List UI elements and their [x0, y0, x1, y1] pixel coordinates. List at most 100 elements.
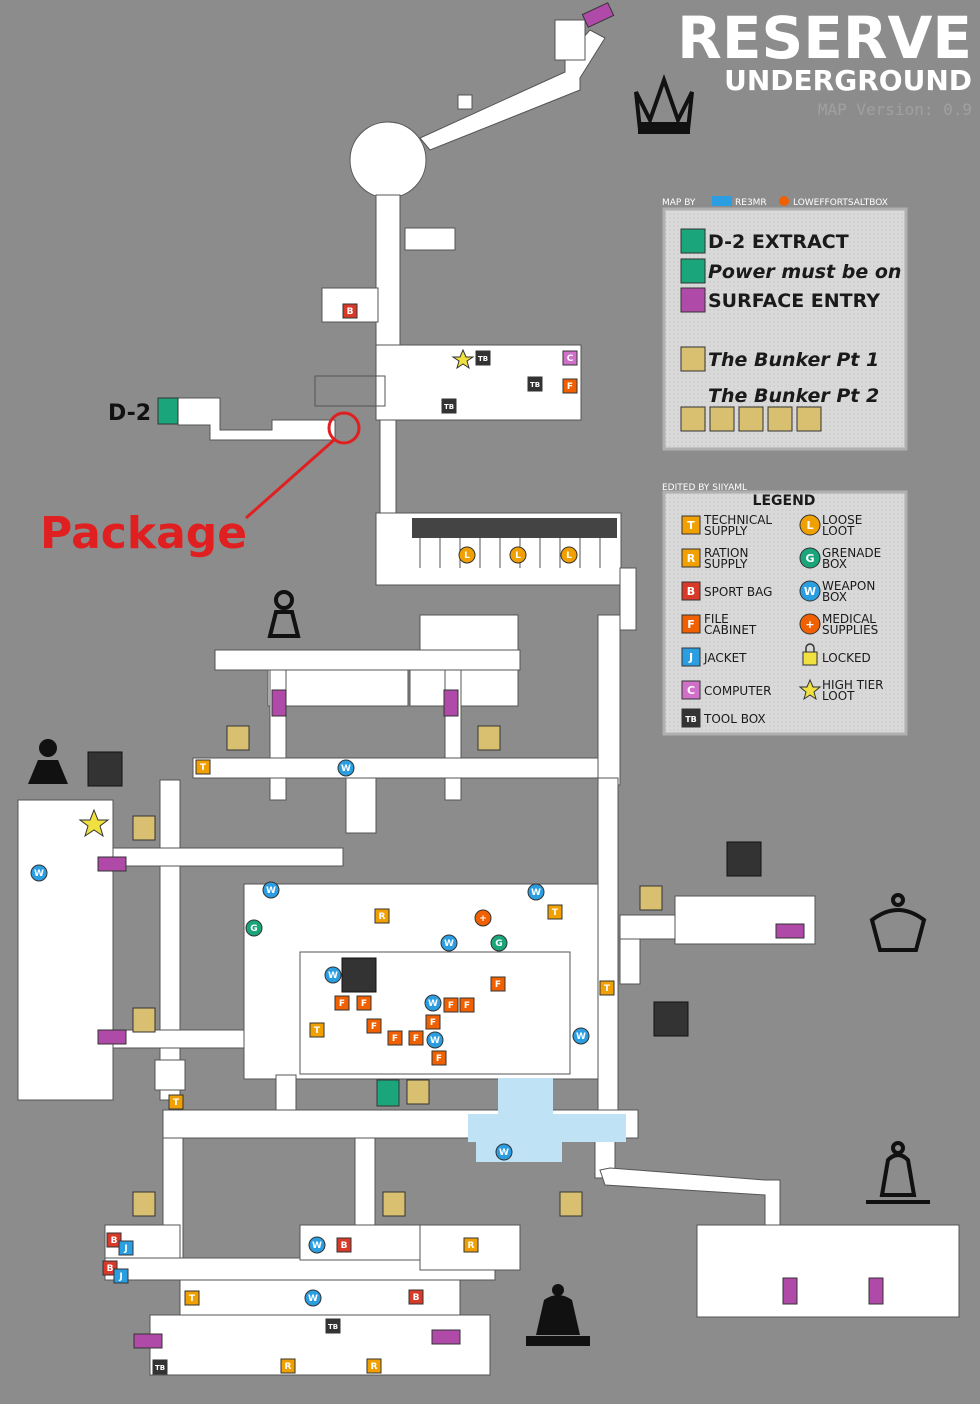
- loot-marker-w[interactable]: W: [262, 881, 280, 899]
- loot-marker-w[interactable]: W: [304, 1289, 322, 1307]
- power-switch[interactable]: [376, 1079, 400, 1107]
- loot-marker-w[interactable]: W: [426, 1031, 444, 1049]
- svg-text:+: +: [479, 914, 487, 924]
- loot-marker-tb[interactable]: TB: [527, 376, 543, 392]
- svg-text:T: T: [604, 984, 611, 994]
- loot-marker-f[interactable]: F: [387, 1030, 403, 1046]
- bishop-filled-icon: [526, 1284, 590, 1346]
- loot-marker-w[interactable]: W: [527, 883, 545, 901]
- loot-marker-f[interactable]: F: [425, 1014, 441, 1030]
- svg-text:T: T: [314, 1026, 321, 1036]
- loot-marker-b[interactable]: B: [106, 1232, 122, 1248]
- loot-marker-f[interactable]: F: [459, 997, 475, 1013]
- svg-text:F: F: [436, 1054, 442, 1064]
- svg-text:W: W: [576, 1032, 586, 1042]
- loot-marker-l[interactable]: L: [458, 546, 476, 564]
- loot-marker-f[interactable]: F: [366, 1018, 382, 1034]
- svg-text:WEAPON: WEAPON: [822, 579, 875, 593]
- loot-marker-t[interactable]: T: [195, 759, 211, 775]
- loot-marker-l[interactable]: L: [560, 546, 578, 564]
- loot-marker-tb[interactable]: TB: [475, 350, 491, 366]
- svg-text:BOX: BOX: [822, 557, 847, 571]
- loot-marker-g[interactable]: G: [245, 919, 263, 937]
- loot-marker-f[interactable]: F: [408, 1030, 424, 1046]
- svg-text:T: T: [173, 1098, 180, 1108]
- loot-marker-tb[interactable]: TB: [441, 398, 457, 414]
- loot-marker-l[interactable]: L: [509, 546, 527, 564]
- svg-text:SUPPLY: SUPPLY: [704, 524, 748, 538]
- svg-text:B: B: [687, 585, 695, 598]
- bunker-piece-icon: [767, 406, 793, 432]
- key-item: The Bunker Pt 1: [680, 346, 879, 372]
- svg-text:D-2 EXTRACT: D-2 EXTRACT: [708, 231, 849, 253]
- loot-marker-w[interactable]: W: [440, 934, 458, 952]
- loot-marker-f[interactable]: F: [334, 995, 350, 1011]
- loot-marker-w[interactable]: W: [572, 1027, 590, 1045]
- package-circle[interactable]: [327, 411, 361, 445]
- package-pointer: [245, 438, 335, 520]
- svg-text:RATION: RATION: [704, 546, 748, 560]
- d2-extract[interactable]: [157, 397, 179, 425]
- loot-marker-w[interactable]: W: [308, 1236, 326, 1254]
- loot-marker-c[interactable]: C: [562, 350, 578, 366]
- loot-marker-g[interactable]: G: [490, 934, 508, 952]
- loot-marker-tb[interactable]: TB: [152, 1359, 168, 1375]
- loot-marker-t[interactable]: T: [599, 980, 615, 996]
- loot-marker-f[interactable]: F: [431, 1050, 447, 1066]
- loot-marker-tb[interactable]: TB: [325, 1318, 341, 1334]
- svg-text:TOOL BOX: TOOL BOX: [703, 712, 766, 726]
- loot-marker-t[interactable]: T: [184, 1290, 200, 1306]
- title-sub: UNDERGROUND: [724, 64, 972, 97]
- loot-marker-w[interactable]: W: [337, 759, 355, 777]
- loot-marker-t[interactable]: T: [168, 1094, 184, 1110]
- svg-text:B: B: [347, 307, 354, 317]
- loot-marker-f[interactable]: F: [356, 995, 372, 1011]
- loot-marker-f[interactable]: F: [562, 378, 578, 394]
- reddit-icon: [779, 196, 789, 206]
- loot-marker-medical[interactable]: +: [474, 909, 492, 927]
- loot-marker-r[interactable]: R: [366, 1358, 382, 1374]
- svg-text:W: W: [266, 886, 276, 896]
- loot-marker-w[interactable]: W: [30, 864, 48, 882]
- svg-text:SURFACE ENTRY: SURFACE ENTRY: [708, 290, 880, 312]
- svg-text:T: T: [687, 519, 695, 532]
- loot-marker-r[interactable]: R: [463, 1237, 479, 1253]
- loot-marker-r[interactable]: R: [280, 1358, 296, 1374]
- legend-title: LEGEND: [753, 493, 816, 509]
- svg-text:W: W: [308, 1294, 318, 1304]
- loot-marker-f[interactable]: F: [443, 997, 459, 1013]
- loot-marker-t[interactable]: T: [547, 904, 563, 920]
- svg-text:L: L: [464, 551, 470, 561]
- svg-text:B: B: [413, 1293, 420, 1303]
- svg-text:W: W: [531, 888, 541, 898]
- loot-marker-t[interactable]: T: [309, 1022, 325, 1038]
- svg-text:F: F: [567, 382, 573, 392]
- surface-entries: [97, 2, 884, 1349]
- credit-map-by: MAP BY: [662, 198, 696, 208]
- title-main: RESERVE: [677, 4, 972, 72]
- loot-marker-j[interactable]: J: [118, 1240, 134, 1256]
- loot-marker-j[interactable]: J: [113, 1268, 129, 1284]
- bunker-piece-icon: [796, 406, 822, 432]
- loot-marker-w[interactable]: W: [495, 1143, 513, 1161]
- svg-text:SUPPLIES: SUPPLIES: [822, 623, 878, 637]
- loot-marker-b[interactable]: B: [342, 303, 358, 319]
- floorplan: [17, 19, 960, 1376]
- loot-marker-r[interactable]: R: [374, 908, 390, 924]
- svg-text:F: F: [413, 1034, 419, 1044]
- loot-marker-w[interactable]: W: [324, 966, 342, 984]
- loot-marker-b[interactable]: B: [408, 1289, 424, 1305]
- loot-marker-w[interactable]: W: [424, 994, 442, 1012]
- svg-text:L: L: [566, 551, 572, 561]
- loot-marker-f[interactable]: F: [490, 976, 506, 992]
- svg-text:FILE: FILE: [704, 612, 729, 626]
- svg-text:R: R: [371, 1362, 378, 1372]
- loot-marker-b[interactable]: B: [336, 1237, 352, 1253]
